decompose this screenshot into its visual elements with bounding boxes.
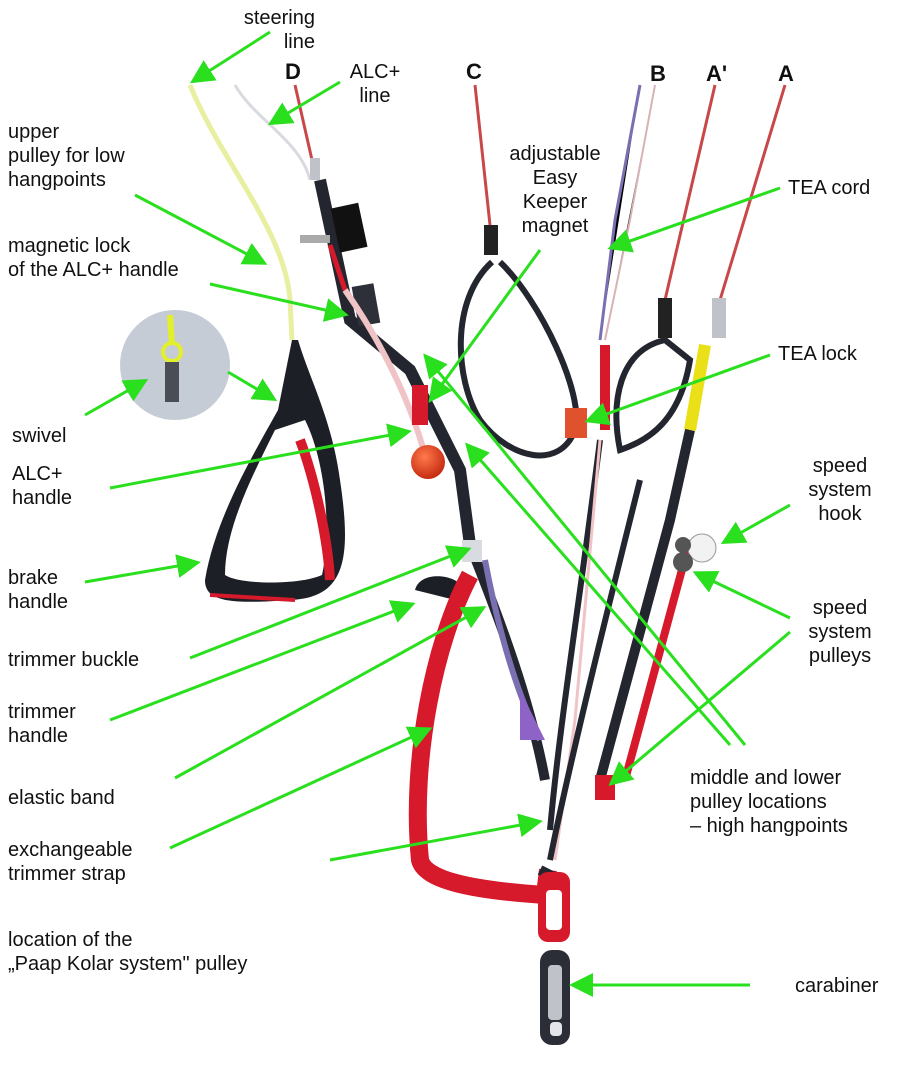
label-exchangeable-strap: exchangeable trimmer strap [8, 838, 188, 886]
label-speed-pulleys: speed system pulleys [795, 596, 885, 668]
riser-label-b: B [650, 62, 666, 86]
label-brake-handle: brake handle [8, 566, 88, 614]
label-speed-hook: speed system hook [795, 454, 885, 526]
riser-label-a-prime: A' [706, 62, 727, 86]
label-easy-keeper: adjustable Easy Keeper magnet [490, 142, 620, 238]
label-tea-lock: TEA lock [778, 342, 888, 366]
label-upper-pulley: upper pulley for low hangpoints [8, 120, 208, 192]
alc-ball [411, 445, 445, 479]
label-elastic-band: elastic band [8, 786, 188, 810]
arrow-swivel-2 [228, 372, 272, 398]
riser-label-d: D [285, 60, 301, 84]
label-middle-lower: middle and lower pulley locations – high… [690, 766, 900, 838]
label-tea-cord: TEA cord [788, 176, 898, 200]
arrow-middle-2 [469, 447, 730, 745]
riser-label-c: C [466, 60, 482, 84]
c-riser-loop [461, 262, 577, 455]
riser-label-a: A [778, 62, 794, 86]
label-swivel: swivel [12, 424, 92, 448]
label-paap-kolar: location of the „Paap Kolar system" pull… [8, 928, 328, 976]
label-trimmer-buckle: trimmer buckle [8, 648, 208, 672]
label-trimmer-handle: trimmer handle [8, 700, 108, 748]
arrow-speed-hook [726, 505, 790, 541]
arrow-brake [85, 563, 195, 582]
label-magnetic-lock: magnetic lock of the ALC+ handle [8, 234, 258, 282]
arrow-paap [330, 822, 537, 860]
label-steering-line: steering line [195, 6, 315, 54]
swivel-inset [120, 310, 230, 420]
label-alc-handle: ALC+ handle [12, 462, 92, 510]
arrow-tea-cord [613, 188, 780, 247]
arrow-magnetic-lock [210, 284, 343, 314]
arrow-pulleys-1 [698, 574, 790, 618]
label-carabiner: carabiner [795, 974, 895, 998]
label-alc-line: ALC+ line [330, 60, 420, 108]
arrow-strap [170, 730, 427, 848]
arrow-pulleys-2 [613, 632, 790, 782]
